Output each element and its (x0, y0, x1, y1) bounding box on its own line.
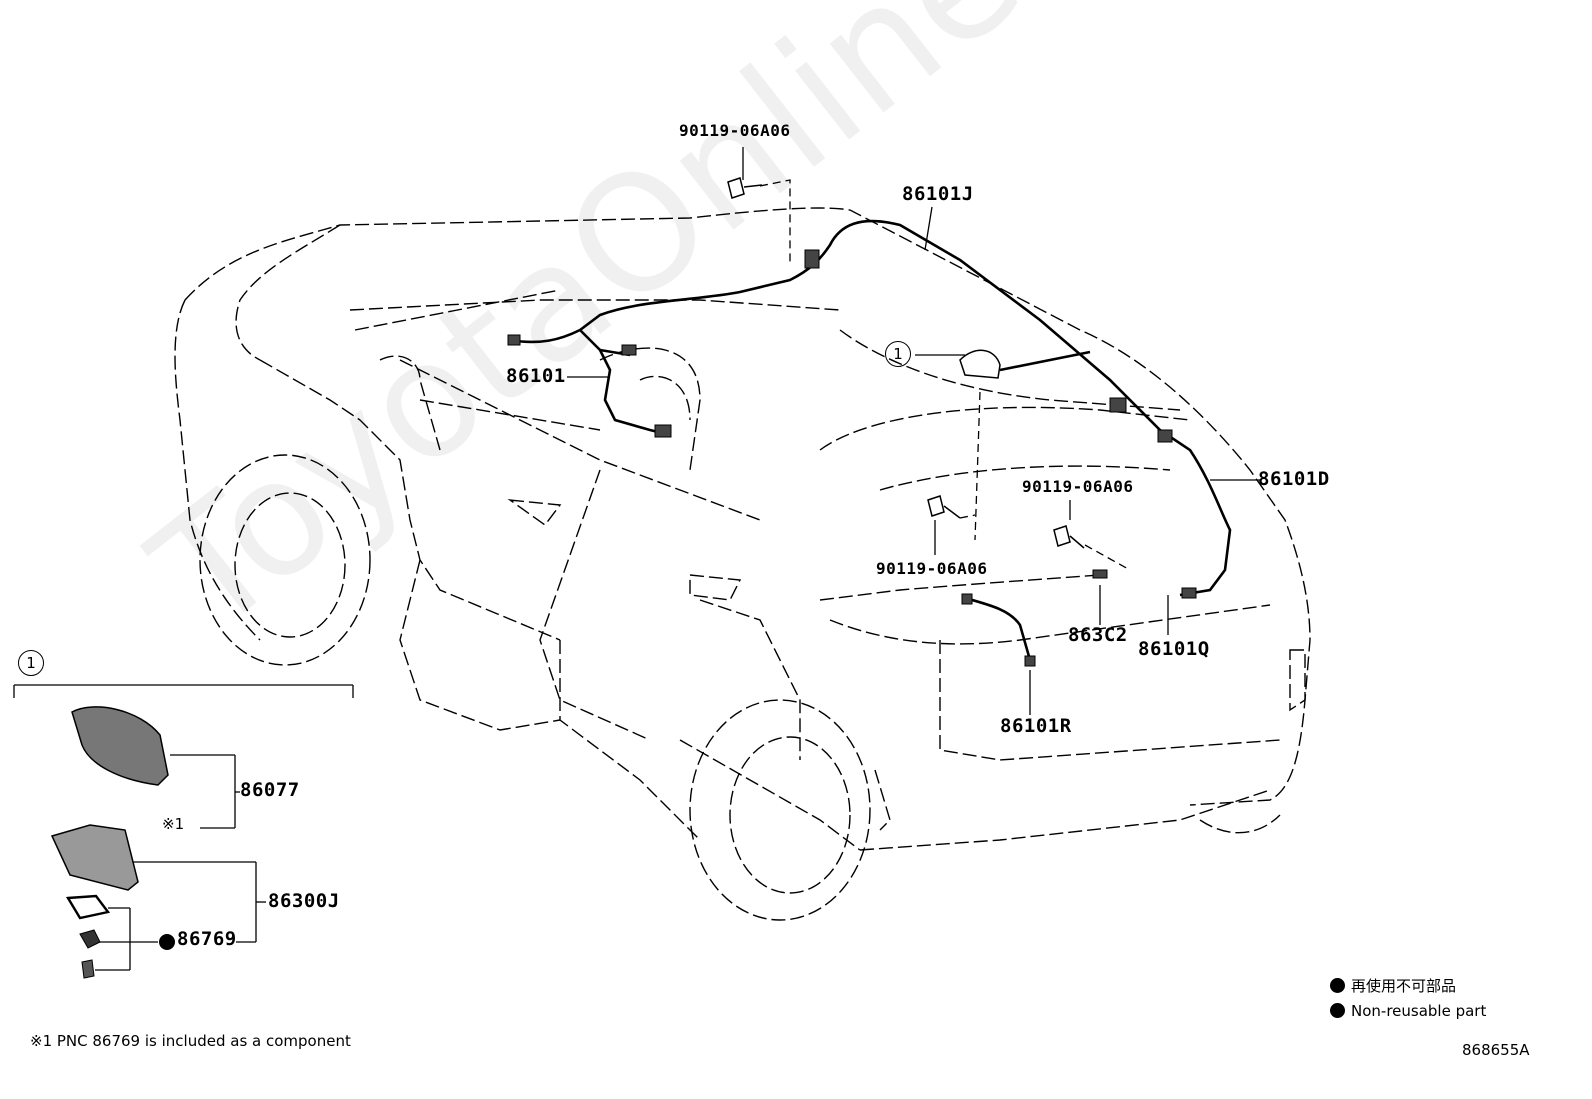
label-bolt-center: 90119-06A06 (876, 559, 988, 578)
label-86101: 86101 (506, 365, 566, 387)
antenna-assy-icon (50, 824, 139, 891)
label-86300J: 86300J (268, 890, 340, 912)
label-86101R: 86101R (1000, 715, 1072, 737)
legend-en: Non-reusable part (1330, 1003, 1486, 1019)
roof-antenna (959, 349, 1001, 379)
legend-jp: 再使用不可部品 (1330, 978, 1456, 994)
diagram-code: 868655A (1462, 1041, 1530, 1059)
label-note-ref: ※1 (162, 815, 185, 833)
label-86077: 86077 (240, 779, 300, 801)
leader-lines (13, 147, 1260, 971)
label-863C2: 863C2 (1068, 624, 1128, 646)
nut-icon (79, 929, 101, 949)
antenna-cover-icon (71, 706, 169, 786)
non-reusable-dot (159, 934, 175, 950)
group-marker-bracket: 1 (18, 650, 44, 676)
label-bolt-right: 90119-06A06 (1022, 477, 1134, 496)
label-bolt-top: 90119-06A06 (679, 121, 791, 140)
harness-connectors (507, 249, 1197, 667)
footnote: ※1 PNC 86769 is included as a component (30, 1032, 351, 1050)
screw-icon (81, 959, 95, 979)
label-86101J: 86101J (902, 183, 974, 205)
legend-en-text: Non-reusable part (1351, 1002, 1487, 1020)
wire-harness (509, 219, 1232, 661)
label-86101D: 86101D (1258, 468, 1330, 490)
vehicle-outline (174, 207, 1311, 921)
group-marker-roof: 1 (885, 341, 911, 367)
label-86769: 86769 (177, 928, 237, 950)
legend-dot-icon (1330, 1003, 1345, 1018)
gasket-icon (65, 894, 111, 920)
bolts (727, 177, 1085, 549)
label-86101Q: 86101Q (1138, 638, 1210, 660)
legend-dot-icon (1330, 978, 1345, 993)
legend-jp-text: 再使用不可部品 (1351, 977, 1457, 995)
